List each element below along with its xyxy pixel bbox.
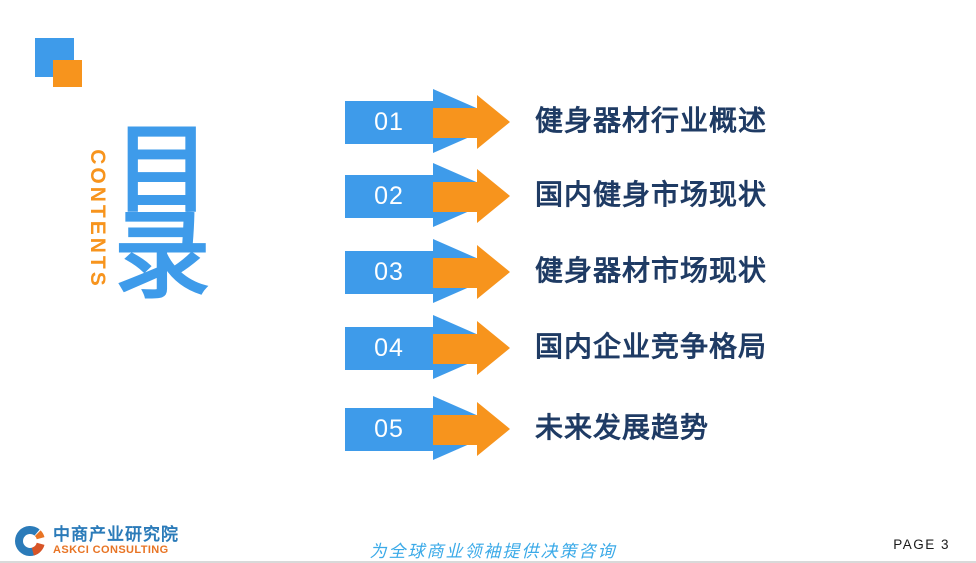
- item-number: 05: [374, 415, 404, 443]
- item-label: 国内健身市场现状: [535, 180, 768, 211]
- item-arrow-icon: [345, 89, 510, 153]
- toc-title: 目 录: [112, 117, 212, 311]
- toc-item-4[interactable]: 04 国内企业竞争格局: [343, 314, 963, 380]
- toc-title-char-2: 录: [114, 203, 210, 311]
- toc-item-1[interactable]: 01 健身器材行业概述: [343, 88, 963, 154]
- item-label: 健身器材市场现状: [535, 256, 768, 287]
- item-number: 02: [374, 182, 404, 210]
- item-label: 未来发展趋势: [535, 413, 710, 444]
- page-number: PAGE 3: [893, 537, 950, 552]
- footer-slogan: 为全球商业领袖提供决策咨询: [369, 542, 617, 562]
- item-number: 03: [374, 258, 404, 286]
- company-logo: 中商产业研究院 ASKCI CONSULTING: [14, 525, 179, 557]
- item-number: 04: [374, 334, 404, 362]
- item-label: 健身器材行业概述: [535, 106, 768, 137]
- decor-orange-square: [53, 60, 82, 87]
- logo-english-name: ASKCI CONSULTING: [53, 543, 169, 556]
- toc-title-char-1: 目: [114, 117, 210, 224]
- item-arrow-icon: [345, 315, 510, 379]
- contents-vertical-label: CONTENTS: [86, 149, 109, 289]
- item-arrow-icon: [345, 396, 510, 460]
- item-label: 国内企业竞争格局: [535, 332, 768, 363]
- item-number: 01: [374, 108, 404, 136]
- item-arrow-icon: [345, 163, 510, 227]
- logo-chinese-name: 中商产业研究院: [53, 524, 179, 544]
- item-arrow-icon: [345, 239, 510, 303]
- logo-icon: [14, 526, 45, 556]
- toc-item-2[interactable]: 02 国内健身市场现状: [343, 162, 963, 228]
- toc-item-3[interactable]: 03 健身器材市场现状: [343, 238, 963, 304]
- toc-item-5[interactable]: 05 未来发展趋势: [343, 395, 963, 461]
